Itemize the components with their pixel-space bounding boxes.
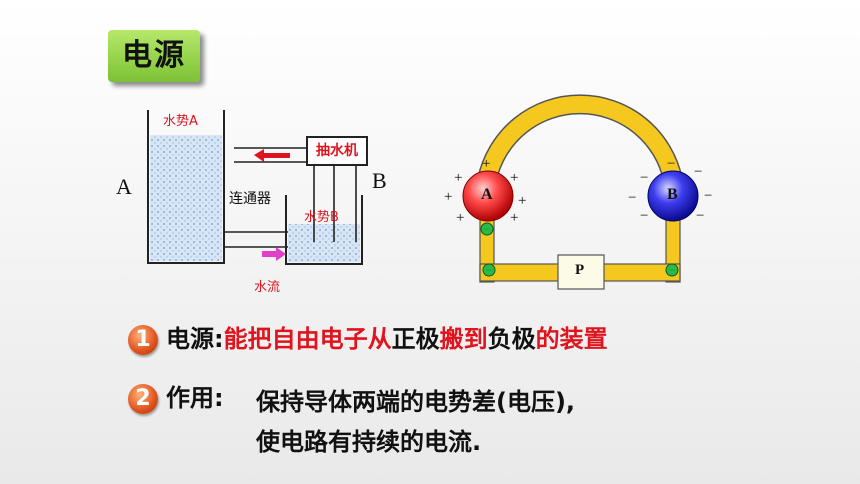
point-2-term: 作用 bbox=[166, 384, 214, 412]
point-2-line-2: 使电路有持续的电流. bbox=[256, 428, 482, 456]
tank-a-wall bbox=[147, 110, 225, 264]
page-title: 电源 bbox=[122, 38, 186, 73]
minus-charge: − bbox=[667, 156, 676, 172]
point-1-text: 搬到 bbox=[439, 325, 488, 353]
plus-charge: + bbox=[518, 193, 527, 209]
minus-charge: − bbox=[704, 188, 713, 204]
sphere-a bbox=[462, 170, 514, 222]
plus-charge: + bbox=[444, 189, 453, 205]
pump-box: 抽水机 bbox=[306, 136, 368, 166]
electron-icons bbox=[480, 222, 679, 277]
minus-charge: − bbox=[696, 208, 705, 224]
plus-charge: + bbox=[510, 210, 519, 226]
left-arrow-icon bbox=[254, 149, 290, 162]
tank-b-label: B bbox=[372, 168, 387, 193]
minus-charge: − bbox=[640, 170, 649, 186]
plus-charge: + bbox=[510, 170, 519, 186]
point-1-term: 电源 bbox=[166, 325, 214, 353]
device-p-label: P bbox=[575, 262, 585, 278]
connector-label: 连通器 bbox=[229, 191, 271, 207]
terminal-a-label: A bbox=[481, 186, 493, 203]
tank-b-wall bbox=[285, 195, 363, 265]
tank-b-water bbox=[288, 224, 360, 262]
point-2-colon: : bbox=[214, 384, 224, 412]
plus-charge: + bbox=[454, 170, 463, 186]
number-1-icon: 1 bbox=[128, 325, 158, 355]
right-arrow-icon bbox=[262, 247, 286, 261]
device-p bbox=[557, 254, 605, 290]
point-1: 1 电源:能把自由电子从正极搬到负极的装置 bbox=[128, 322, 608, 356]
number-2-icon: 2 bbox=[128, 384, 158, 414]
water-head-a: 水势A bbox=[163, 114, 198, 129]
minus-charge: − bbox=[694, 164, 703, 180]
arch-conductor bbox=[478, 95, 682, 196]
minus-charge: − bbox=[640, 208, 649, 224]
point-1-text: 的装置 bbox=[535, 325, 608, 353]
point-2-line-1: 保持导体两端的电势差(电压), bbox=[256, 388, 576, 416]
point-1-text: 正极 bbox=[391, 325, 440, 353]
title-badge: 电源 bbox=[108, 30, 200, 82]
tank-a-label: A bbox=[116, 174, 132, 199]
point-2: 2 作用: bbox=[128, 381, 224, 415]
plus-charge: + bbox=[456, 210, 465, 226]
point-1-text: 负极 bbox=[487, 325, 536, 353]
plus-charge: + bbox=[482, 156, 491, 172]
flow-label: 水流 bbox=[254, 280, 281, 295]
terminal-b-label: B bbox=[667, 186, 678, 203]
minus-charge: − bbox=[628, 190, 637, 206]
point-1-text: 能把自由电子从 bbox=[223, 325, 392, 353]
point-1-colon: : bbox=[214, 325, 224, 353]
sphere-b bbox=[647, 170, 699, 222]
tank-a-water bbox=[150, 135, 222, 261]
water-head-b: 水势B bbox=[304, 210, 339, 225]
